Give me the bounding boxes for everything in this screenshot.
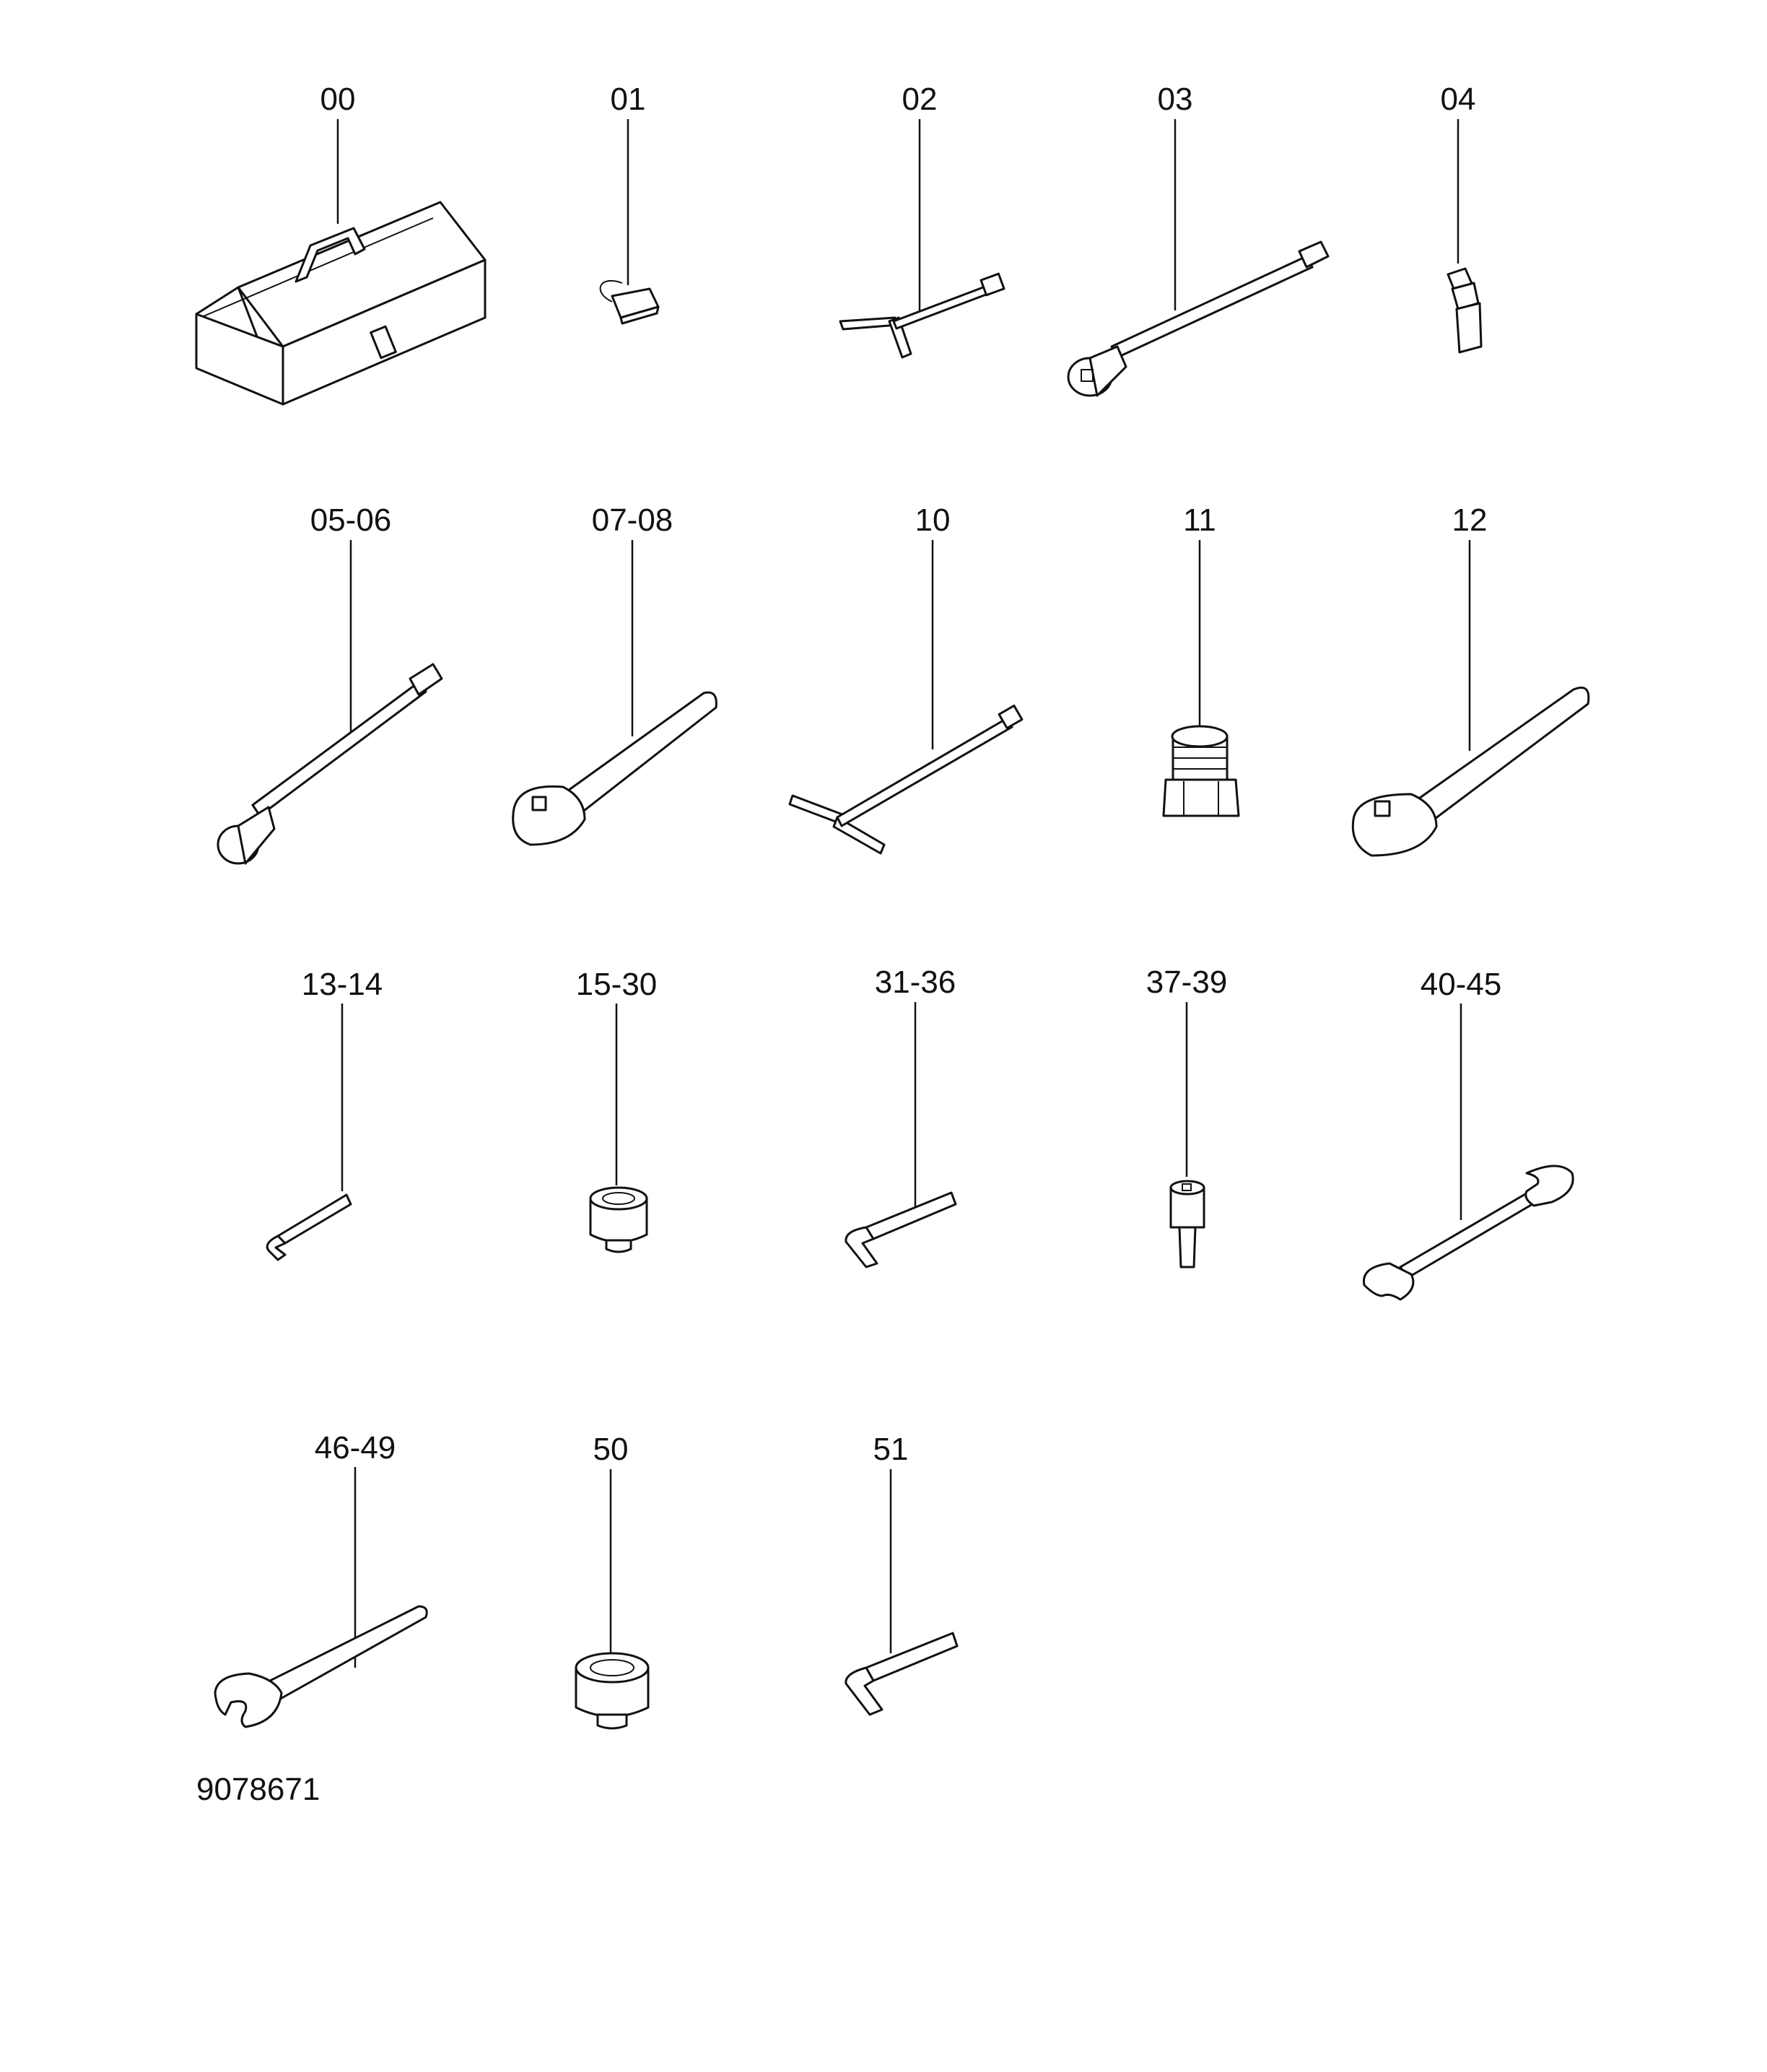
t-handle-long-icon xyxy=(788,704,1024,855)
item-open-end-wrench: 46-49 xyxy=(214,1430,428,1728)
ratchet-icon xyxy=(512,691,717,846)
long-extension-icon xyxy=(217,663,443,865)
hex-key-icon xyxy=(845,1191,957,1268)
label-long-extension: 05-06 xyxy=(310,502,392,538)
label-hex-key-medium: 31-36 xyxy=(875,965,956,1000)
label-ratchet-large: 12 xyxy=(1452,502,1488,538)
bit-socket-icon xyxy=(1169,1180,1205,1268)
item-hex-key-large: 51 xyxy=(845,1432,959,1716)
label-l-key-small: 13-14 xyxy=(302,967,383,1002)
label-padlock: 01 xyxy=(611,82,646,117)
item-padlock: 01 xyxy=(599,82,660,325)
l-key-icon xyxy=(266,1193,352,1261)
open-end-wrench-icon xyxy=(214,1605,428,1728)
universal-joint-icon xyxy=(1447,267,1483,354)
label-hex-key-large: 51 xyxy=(873,1432,909,1467)
item-long-extension: 05-06 xyxy=(217,502,443,865)
extension-bar-icon xyxy=(1067,240,1330,397)
label-t-handle-long: 10 xyxy=(915,502,951,538)
label-open-end-wrench: 46-49 xyxy=(315,1430,396,1466)
item-socket-small: 15-30 xyxy=(576,967,658,1253)
t-handle-icon xyxy=(839,272,1005,359)
combination-wrench-icon xyxy=(1362,1165,1574,1301)
item-socket-large: 50 xyxy=(575,1432,650,1730)
socket-icon xyxy=(589,1186,648,1253)
label-t-handle-small: 02 xyxy=(902,82,938,117)
toolbox-icon xyxy=(195,201,487,406)
socket-large-icon xyxy=(575,1652,650,1730)
label-adapter: 11 xyxy=(1183,502,1216,538)
padlock-icon xyxy=(599,279,660,325)
item-l-key-small: 13-14 xyxy=(266,967,383,1261)
item-ratchet-large: 12 xyxy=(1351,502,1590,857)
item-t-handle-long: 10 xyxy=(788,502,1024,855)
item-universal-joint: 04 xyxy=(1441,82,1483,354)
adapter-icon xyxy=(1162,725,1240,817)
label-socket-large: 50 xyxy=(593,1432,629,1467)
hex-key-large-icon xyxy=(845,1632,959,1716)
item-ratchet-small: 07-08 xyxy=(512,502,717,846)
label-socket-small: 15-30 xyxy=(576,967,658,1002)
label-bit-socket: 37-39 xyxy=(1146,965,1228,1000)
item-hex-key-medium: 31-36 xyxy=(845,965,957,1268)
label-universal-joint: 04 xyxy=(1441,82,1476,117)
label-combination-wrench: 40-45 xyxy=(1421,967,1502,1002)
item-bit-socket: 37-39 xyxy=(1146,965,1228,1268)
drawing-number: 9078671 xyxy=(196,1772,320,1807)
label-toolbox: 00 xyxy=(320,82,356,117)
item-toolbox: 00 xyxy=(195,82,487,406)
label-ratchet-small: 07-08 xyxy=(592,502,673,538)
item-t-handle-small: 02 xyxy=(839,82,1005,359)
item-adapter: 11 xyxy=(1162,502,1240,817)
item-extension-bar: 03 xyxy=(1067,82,1330,397)
ratchet-large-icon xyxy=(1351,687,1590,857)
label-extension-bar: 03 xyxy=(1158,82,1193,117)
item-combination-wrench: 40-45 xyxy=(1362,967,1574,1301)
